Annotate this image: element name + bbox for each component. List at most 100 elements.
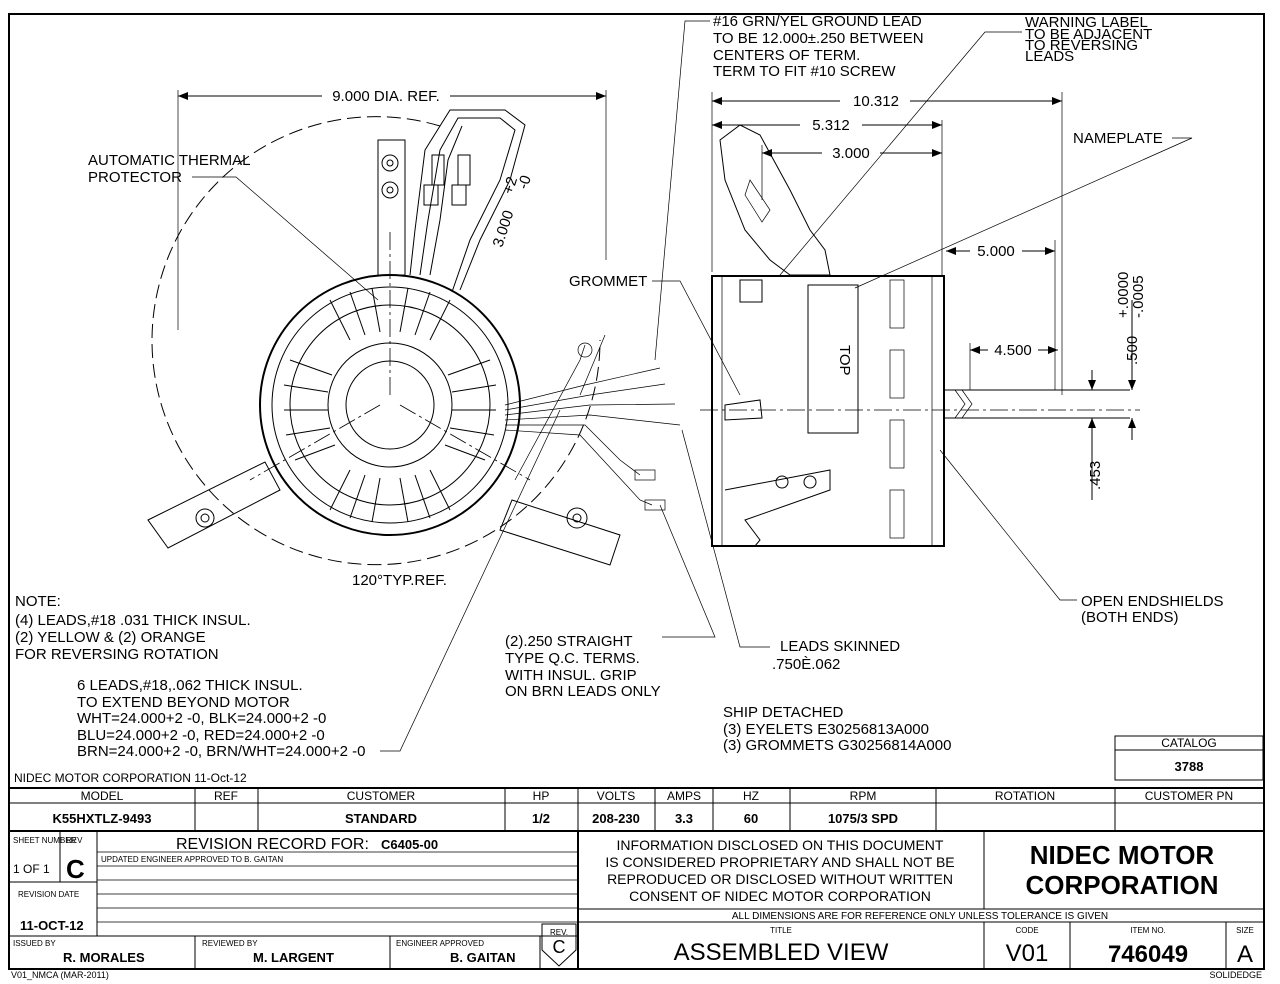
side-leads	[504, 342, 681, 511]
disclaimer-4: CONSENT OF NIDEC MOTOR CORPORATION	[629, 888, 931, 904]
approved-label: ENGINEER APPROVED	[396, 939, 484, 948]
spec-table: MODEL REF CUSTOMER HP VOLTS AMPS HZ RPM …	[8, 787, 1265, 832]
ground-lead-1: #16 GRN/YEL GROUND LEAD	[713, 13, 922, 30]
note-line-3: FOR REVERSING ROTATION	[15, 646, 219, 663]
ship-detached-1: SHIP DETACHED	[723, 704, 843, 721]
ground-lead-2: TO BE 12.000±.250 BETWEEN	[713, 30, 924, 47]
footer-software: SOLIDEDGE	[1209, 970, 1262, 980]
title-label: TITLE	[770, 926, 792, 935]
open-endshields-1: OPEN ENDSHIELDS	[1081, 593, 1224, 610]
dim-5312: 5.312	[812, 117, 850, 134]
side-view: TOP	[700, 124, 1140, 547]
nameplate-box	[807, 284, 859, 434]
hdr-rotation: ROTATION	[995, 789, 1055, 803]
motor-body	[711, 275, 945, 547]
note-line-1: (4) LEADS,#18 .031 THICK INSUL.	[15, 612, 251, 629]
leads-line-1: TO EXTEND BEYOND MOTOR	[77, 694, 290, 711]
side-notes: #16 GRN/YEL GROUND LEAD TO BE 12.000±.25…	[654, 13, 1224, 626]
company-name-2: CORPORATION	[1025, 870, 1218, 900]
leads-line-3: BLU=24.000+2 -0, RED=24.000+2 -0	[77, 727, 325, 744]
warning-label-1: WARNING LABEL	[1025, 14, 1148, 31]
thermal-protector-1: AUTOMATIC THERMAL	[88, 152, 251, 169]
dim-flat: .453	[1087, 461, 1104, 490]
reference-circle	[151, 116, 601, 566]
lead-bracket	[719, 124, 831, 276]
issued-label: ISSUED BY	[13, 939, 56, 948]
top-label: TOP	[836, 345, 853, 376]
disclaimer-block: INFORMATION DISCLOSED ON THIS DOCUMENT I…	[577, 830, 1265, 923]
hdr-customer-pn: CUSTOMER PN	[1145, 789, 1233, 803]
front-notes: AUTOMATIC THERMAL PROTECTOR GROMMET NOTE…	[15, 152, 951, 760]
approved-by: B. GAITAN	[450, 950, 515, 965]
terms-line-2: WITH INSUL. GRIP	[505, 667, 637, 684]
dim-diameter: 9.000 DIA. REF.	[332, 88, 440, 105]
rev-stamp	[541, 923, 577, 967]
top-leads	[409, 109, 526, 293]
val-hz: 60	[744, 811, 758, 826]
motor-shaft	[944, 389, 1130, 419]
sheet-value: 1 OF 1	[13, 862, 50, 876]
front-dimensions: 9.000 DIA. REF. 3.000 +2 -0 120°TYP.REF.	[177, 88, 607, 589]
rev-stamp-label: REV.	[550, 928, 568, 937]
catalog-box: CATALOG 3788	[1114, 735, 1264, 781]
rev-stamp-value: C	[553, 937, 566, 957]
company-date: NIDEC MOTOR CORPORATION 11-Oct-12	[14, 771, 247, 785]
dim-lead-tol-plus: +2	[500, 175, 521, 197]
dim-shaft: .500	[1124, 336, 1141, 365]
drawing-title: ASSEMBLED VIEW	[674, 939, 889, 966]
dim-4500: 4.500	[994, 342, 1032, 359]
ship-detached-2: (3) EYELETS E30256813A000	[723, 721, 929, 738]
hdr-volts: VOLTS	[597, 789, 635, 803]
label-120-typ: 120°TYP.REF.	[352, 572, 447, 589]
ground-lead-3: CENTERS OF TERM.	[713, 47, 860, 64]
dim-lead-tol-minus: -0	[515, 173, 535, 191]
hdr-model: MODEL	[81, 789, 124, 803]
sheet-label: SHEET NUMBER	[13, 836, 77, 845]
issued-by: R. MORALES	[63, 950, 145, 965]
dim-3000: 3.000	[832, 145, 870, 162]
nameplate-label: NAMEPLATE	[1073, 130, 1163, 147]
size-label: SIZE	[1236, 926, 1254, 935]
leads-line-0: 6 LEADS,#18,.062 THICK INSUL.	[77, 677, 303, 694]
catalog-value: 3788	[1175, 759, 1204, 774]
leads-line-4: BRN=24.000+2 -0, BRN/WHT=24.000+2 -0	[77, 743, 366, 760]
record-entry: UPDATED ENGINEER APPROVED TO B. GAITAN	[101, 855, 283, 864]
val-rpm: 1075/3 SPD	[828, 811, 898, 826]
front-view	[147, 109, 681, 566]
dim-lead-length: 3.000	[490, 208, 518, 249]
reviewed-label: REVIEWED BY	[202, 939, 258, 948]
hdr-hp: HP	[533, 789, 550, 803]
terms-line-0: (2).250 STRAIGHT	[505, 633, 633, 650]
revision-date-label: REVISION DATE	[18, 890, 79, 899]
footer-form: V01_NMCA (MAR-2011)	[11, 970, 109, 980]
left-bracket	[147, 461, 281, 549]
revision-block: SHEET NUMBER 1 OF 1 REV C REVISION RECOR…	[8, 830, 579, 970]
side-dimensions: 10.312 5.312 3.000 5.000 4.500 .500 +.00…	[711, 92, 1147, 500]
hdr-rpm: RPM	[850, 789, 877, 803]
title-block: TITLE ASSEMBLED VIEW CODE V01 ITEM NO. 7…	[674, 922, 1254, 969]
leads-skinned-1: LEADS SKINNED	[780, 638, 900, 655]
dim-shaft-tol-1: +.0000	[1115, 272, 1132, 318]
leads-skinned-2: .750È.062	[772, 656, 840, 673]
leads-line-2: WHT=24.000+2 -0, BLK=24.000+2 -0	[77, 710, 326, 727]
code-label: CODE	[1015, 926, 1038, 935]
val-model: K55HXTLZ-9493	[53, 811, 152, 826]
right-bracket	[499, 499, 621, 566]
rev-label: REV	[66, 836, 83, 845]
hdr-hz: HZ	[743, 789, 759, 803]
catalog-label: CATALOG	[1161, 736, 1217, 750]
hdr-customer: CUSTOMER	[347, 789, 416, 803]
drawing-border	[8, 13, 1265, 970]
reference-note: ALL DIMENSIONS ARE FOR REFERENCE ONLY UN…	[732, 911, 1108, 922]
dim-overall: 10.312	[853, 93, 899, 110]
grommet	[724, 399, 763, 421]
disclaimer-2: IS CONSIDERED PROPRIETARY AND SHALL NOT …	[605, 854, 954, 870]
val-volts: 208-230	[592, 811, 640, 826]
terms-line-1: TYPE Q.C. TERMS.	[505, 650, 640, 667]
revision-date: 11-OCT-12	[20, 918, 84, 933]
disclaimer-1: INFORMATION DISCLOSED ON THIS DOCUMENT	[617, 837, 944, 853]
record-id: C6405-00	[381, 837, 438, 852]
size-value: A	[1237, 941, 1253, 968]
item-label: ITEM NO.	[1130, 926, 1166, 935]
